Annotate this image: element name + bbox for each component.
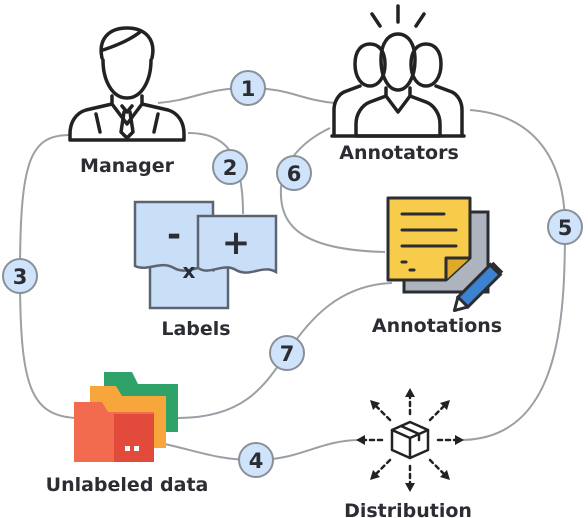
step-2-number: 2 bbox=[223, 156, 238, 180]
manager-label: Manager bbox=[80, 155, 175, 177]
step-4-number: 4 bbox=[249, 449, 264, 473]
step-3-number: 3 bbox=[13, 265, 28, 289]
manager-icon bbox=[68, 26, 186, 142]
labels-plus: + bbox=[222, 223, 251, 263]
annotators-label: Annotators bbox=[339, 142, 459, 164]
step-badge-1: 1 bbox=[230, 70, 266, 106]
distribution-icon bbox=[356, 388, 464, 492]
step-1-number: 1 bbox=[241, 77, 256, 101]
step-badge-4: 4 bbox=[238, 442, 274, 478]
labels-icon: - + x bbox=[133, 200, 278, 310]
unlabeled-data-label: Unlabeled data bbox=[46, 474, 209, 496]
step-badge-6: 6 bbox=[276, 155, 312, 191]
step-badge-7: 7 bbox=[269, 335, 305, 371]
connector-6 bbox=[279, 127, 386, 253]
step-badge-5: 5 bbox=[547, 209, 583, 245]
step-7-number: 7 bbox=[280, 342, 295, 366]
labels-minus: - bbox=[167, 215, 181, 255]
annotators-icon bbox=[330, 4, 466, 138]
step-badge-2: 2 bbox=[212, 149, 248, 185]
folders-icon bbox=[74, 372, 178, 462]
step-badge-3: 3 bbox=[2, 258, 38, 294]
step-6-number: 6 bbox=[287, 162, 302, 186]
annotations-label: Annotations bbox=[372, 315, 502, 337]
labels-x: x bbox=[183, 259, 196, 283]
distribution-label: Distribution bbox=[344, 500, 472, 518]
annotations-icon bbox=[386, 196, 504, 313]
step-5-number: 5 bbox=[558, 216, 573, 240]
labels-label: Labels bbox=[161, 318, 230, 340]
